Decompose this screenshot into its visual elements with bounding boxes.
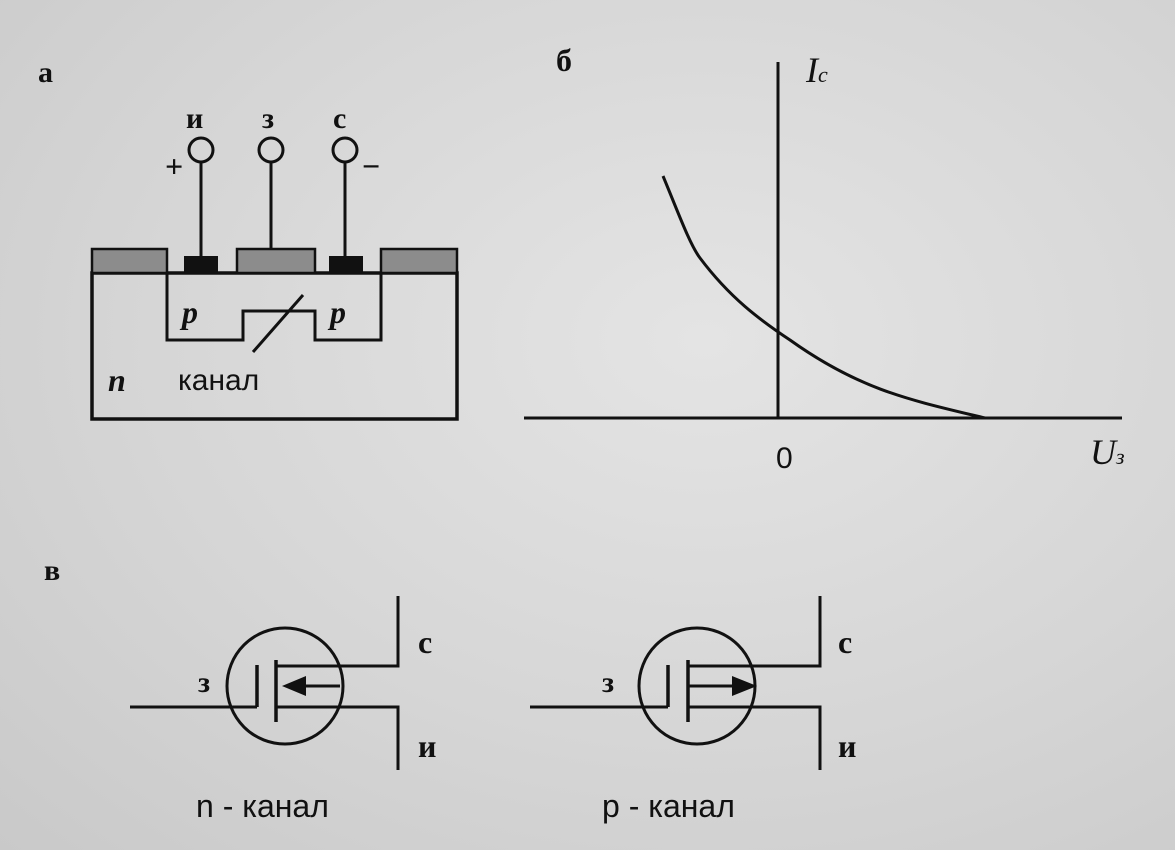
drain-terminal-label: с <box>333 102 347 135</box>
y-axis-label: Iс <box>806 50 828 90</box>
gate-electrode <box>235 247 317 275</box>
panel-a-label: а <box>38 56 53 89</box>
p-region-right-label: p <box>330 294 346 330</box>
n-drain-lead <box>276 596 400 668</box>
drain-current-curve <box>661 175 986 420</box>
oxide-left <box>90 247 169 275</box>
p-channel-caption: p - канал <box>602 788 735 824</box>
substrate-label: n <box>108 362 126 398</box>
source-terminal-label: и <box>186 102 204 135</box>
oxide-right <box>379 247 459 275</box>
x-axis-label: Uз <box>1090 432 1125 472</box>
n-symbol-circle <box>225 626 345 746</box>
p-drain-lead <box>688 596 822 668</box>
n-channel-caption: n - канал <box>196 788 329 824</box>
n-source-label: и <box>418 728 437 764</box>
drain-contact <box>329 256 363 273</box>
gate-terminal <box>257 136 285 164</box>
n-channel-symbol <box>130 596 400 770</box>
p-gate-label: з <box>602 666 615 699</box>
n-gate-label: з <box>198 666 211 699</box>
panel-c-label: в <box>44 554 61 587</box>
gate-terminal-label: з <box>262 102 275 135</box>
p-source-lead <box>688 705 822 770</box>
plus-sign: + <box>165 148 184 184</box>
channel-label: канал <box>178 364 260 397</box>
panel-b-label: б <box>556 42 572 78</box>
source-contact <box>184 256 218 273</box>
drain-terminal <box>331 136 359 164</box>
p-regions-outline <box>165 273 383 342</box>
n-arrow-icon <box>282 676 306 696</box>
p-arrow-icon <box>732 676 757 696</box>
origin-label: 0 <box>776 442 793 475</box>
source-terminal <box>187 136 215 164</box>
substrate-block <box>90 271 459 421</box>
p-region-left-label: p <box>182 294 198 330</box>
transfer-characteristic <box>524 62 1122 420</box>
minus-sign: − <box>362 148 381 184</box>
p-drain-label: с <box>838 624 853 660</box>
p-source-label: и <box>838 728 857 764</box>
channel-pointer <box>251 294 305 353</box>
n-source-lead <box>276 705 400 770</box>
p-channel-symbol <box>530 596 822 770</box>
n-drain-label: с <box>418 624 433 660</box>
mosfet-cross-section <box>90 136 459 421</box>
